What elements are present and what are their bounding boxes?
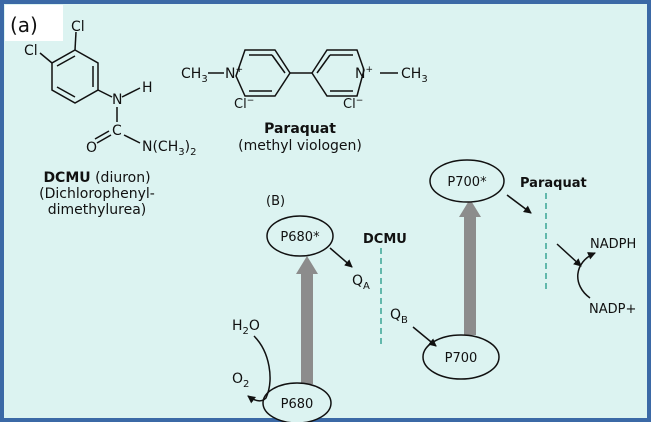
- dcmu-cl-left: Cl: [24, 43, 38, 59]
- dcmu-name: DCMU (diuron): [43, 170, 150, 186]
- arrow-nadp-to-nadph: [577, 252, 596, 299]
- paraquat-right-n: N+: [355, 65, 373, 82]
- dcmu-name-line2: (Dichlorophenyl-: [39, 186, 155, 202]
- p680-label: P680: [281, 397, 314, 412]
- nadp-label: NADP+: [589, 302, 636, 317]
- paraquat-left-ch3: CH3: [181, 66, 208, 85]
- excitation-arrow-ps1: [459, 199, 481, 335]
- panel-label-box: [5, 5, 63, 41]
- paraquat-cl-right: Cl−: [343, 96, 363, 112]
- nadph-label: NADPH: [590, 237, 636, 252]
- p700-star-node: [429, 159, 505, 203]
- o2-label: O2: [232, 371, 249, 390]
- p680-star-node: [266, 215, 334, 257]
- dcmu-c: C: [112, 123, 122, 139]
- arrow-qb-to-p700: [412, 326, 437, 347]
- p680-star-label: P680*: [280, 230, 320, 245]
- arrow-h2o-to-o2: [247, 335, 271, 404]
- paraquat-left-n: N+: [225, 65, 243, 82]
- dcmu-block-label: DCMU: [363, 232, 407, 247]
- arrow-to-nadph: [556, 243, 582, 267]
- dcmu-o: O: [86, 140, 97, 156]
- paraquat-name: Paraquat: [264, 121, 336, 137]
- paraquat-cl-left: Cl−: [234, 96, 254, 112]
- qb-label: QB: [390, 307, 408, 326]
- paraquat-structure: [208, 49, 398, 97]
- p680-node: [262, 382, 332, 422]
- arrow-p700star-to-paraquat: [506, 194, 532, 214]
- p700-label: P700: [445, 351, 478, 366]
- dcmu-n: N: [112, 92, 122, 108]
- paraquat-block-label: Paraquat: [520, 176, 587, 191]
- h2o-label: H2O: [232, 318, 260, 337]
- panel-label: (a): [10, 13, 38, 37]
- qa-label: QA: [352, 273, 370, 292]
- dcmu-cl-top: Cl: [71, 19, 85, 35]
- dcmu-h: H: [142, 80, 153, 96]
- p700-star-label: P700*: [447, 175, 487, 190]
- dcmu-name-line3: dimethylurea): [48, 202, 147, 218]
- excitation-arrow-ps2: [296, 256, 318, 384]
- p700-node: [422, 334, 500, 380]
- scheme-label: (B): [266, 194, 285, 209]
- electron-flow-arrows: [247, 194, 596, 404]
- dcmu-nme2: N(CH3)2: [142, 139, 196, 158]
- paraquat-alt-name: (methyl viologen): [238, 138, 362, 154]
- dcmu-structure: [39, 31, 141, 144]
- paraquat-right-ch3: CH3: [401, 66, 428, 85]
- arrow-p680star-to-qa: [329, 247, 353, 268]
